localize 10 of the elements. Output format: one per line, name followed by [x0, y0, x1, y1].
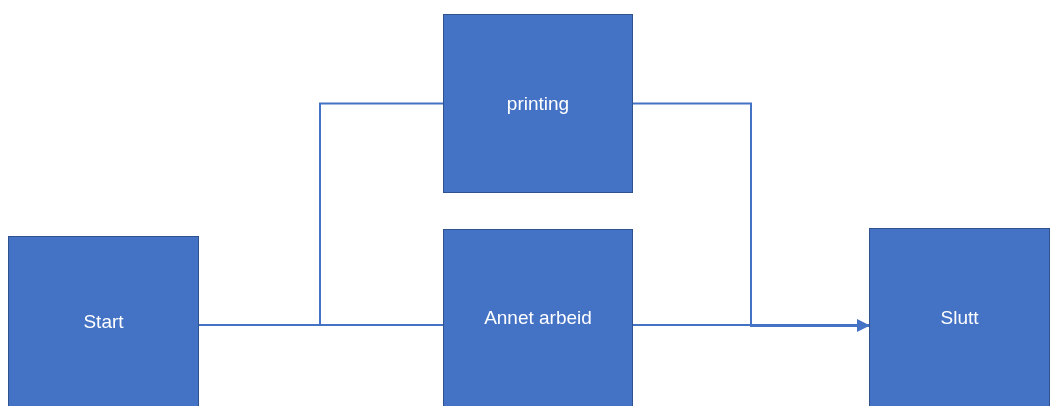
arrow — [632, 102, 870, 332]
connector-line — [198, 324, 444, 326]
box-label: printing — [506, 92, 570, 115]
box-label: Annet arbeid — [484, 307, 592, 329]
process-box — [869, 228, 1050, 406]
process-box — [443, 229, 633, 406]
process-box — [443, 14, 633, 193]
box-label: Slutt — [940, 306, 979, 329]
process-box — [8, 236, 199, 406]
box-label: Start — [83, 310, 124, 333]
